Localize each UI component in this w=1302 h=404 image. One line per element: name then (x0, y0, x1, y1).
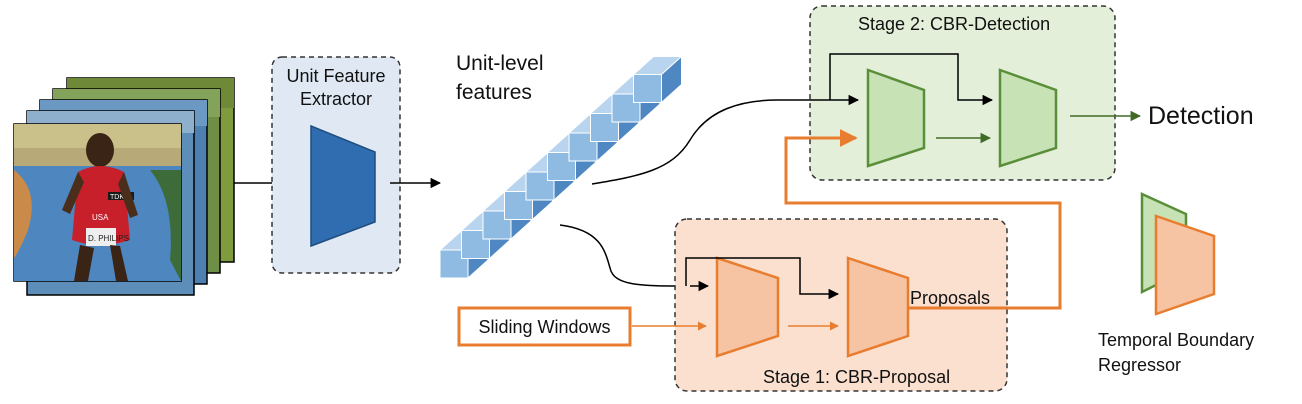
banner-tdk: TDK (110, 194, 124, 201)
sliding-windows: Sliding Windows (457, 306, 632, 347)
features-label-line1: Unit-level (456, 52, 544, 75)
stage2-cbr-detection: Stage 2: CBR-Detection (778, 5, 1116, 181)
athlete-jersey: USA (92, 213, 109, 222)
legend-label-line2: Regressor (1098, 355, 1181, 375)
sliding-windows-box (457, 306, 632, 347)
stage1-title: Stage 1: CBR-Proposal (763, 367, 950, 387)
stage2-title: Stage 2: CBR-Detection (858, 14, 1050, 34)
stage1-skip-connection (685, 257, 840, 300)
unit-feature-cubes (438, 55, 683, 280)
extractor-title-line1: Unit Feature (286, 66, 385, 86)
curve-features-to-stage1 (559, 224, 691, 287)
stage1-cbr-proposal: Stage 1: CBR-Proposal Proposals (674, 218, 1008, 392)
stage2-regressor-1 (866, 68, 926, 168)
legend-label-line1: Temporal Boundary (1098, 330, 1254, 350)
features-label-line2: features (456, 81, 532, 104)
extractor-title-line2: Extractor (300, 89, 372, 109)
feature-cube (632, 55, 683, 104)
proposals-feedback-path (784, 129, 1062, 310)
legend-orange-regressor-icon (1154, 214, 1216, 316)
sliding-windows-label: Sliding Windows (478, 317, 610, 337)
stage2-regressor-2 (998, 68, 1058, 168)
extractor-network-icon (310, 124, 376, 248)
stage1-box (674, 218, 1008, 392)
stage2-skip-connection (829, 53, 994, 106)
curve-features-to-stage2 (591, 99, 779, 185)
video-frames-stack: D. PHILIPS USA TDK (13, 77, 235, 296)
detection-label: Detection (1148, 102, 1254, 130)
stage1-regressor-1 (715, 256, 780, 358)
athlete-bib: D. PHILIPS (88, 234, 129, 243)
unit-feature-extractor: Unit Feature Extractor (271, 56, 401, 274)
proposals-label: Proposals (910, 288, 990, 308)
legend-temporal-boundary-regressor: Temporal Boundary Regressor (1098, 192, 1254, 375)
stage1-regressor-2 (846, 256, 910, 358)
video-frame-front: D. PHILIPS USA TDK (13, 123, 182, 282)
